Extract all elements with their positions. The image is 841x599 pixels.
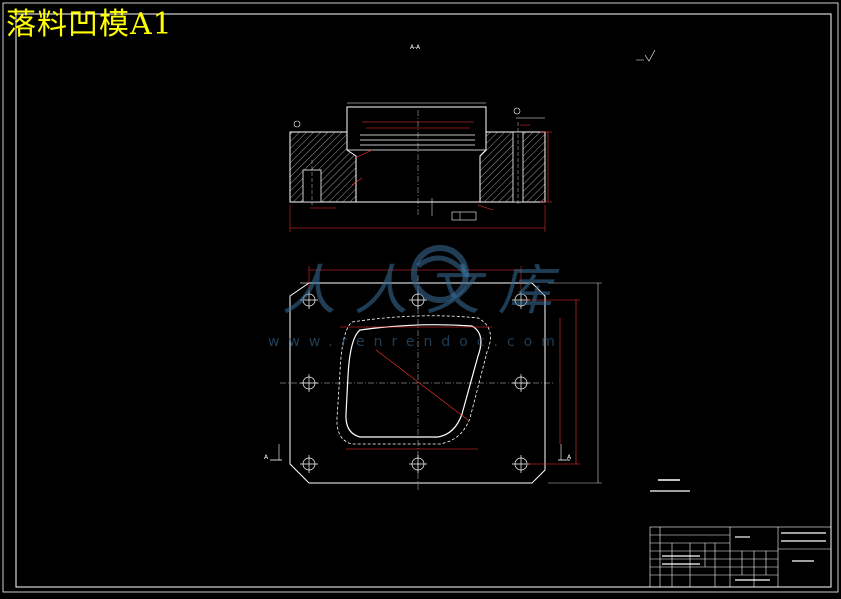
inner-frame <box>15 13 832 588</box>
title-block <box>649 526 832 588</box>
section-marker-right: A <box>567 454 572 461</box>
watermark-text-cn: 人人文库 <box>282 259 570 322</box>
section-label: A-A <box>410 44 421 51</box>
drawing-title: 落料凹模A1 <box>6 7 173 42</box>
title-block-text-marks <box>662 532 826 581</box>
section-marker-left: A <box>264 454 269 461</box>
section-view <box>289 49 656 232</box>
watermark-url: www.renrendoc.com <box>268 334 564 350</box>
plan-view <box>270 266 690 492</box>
